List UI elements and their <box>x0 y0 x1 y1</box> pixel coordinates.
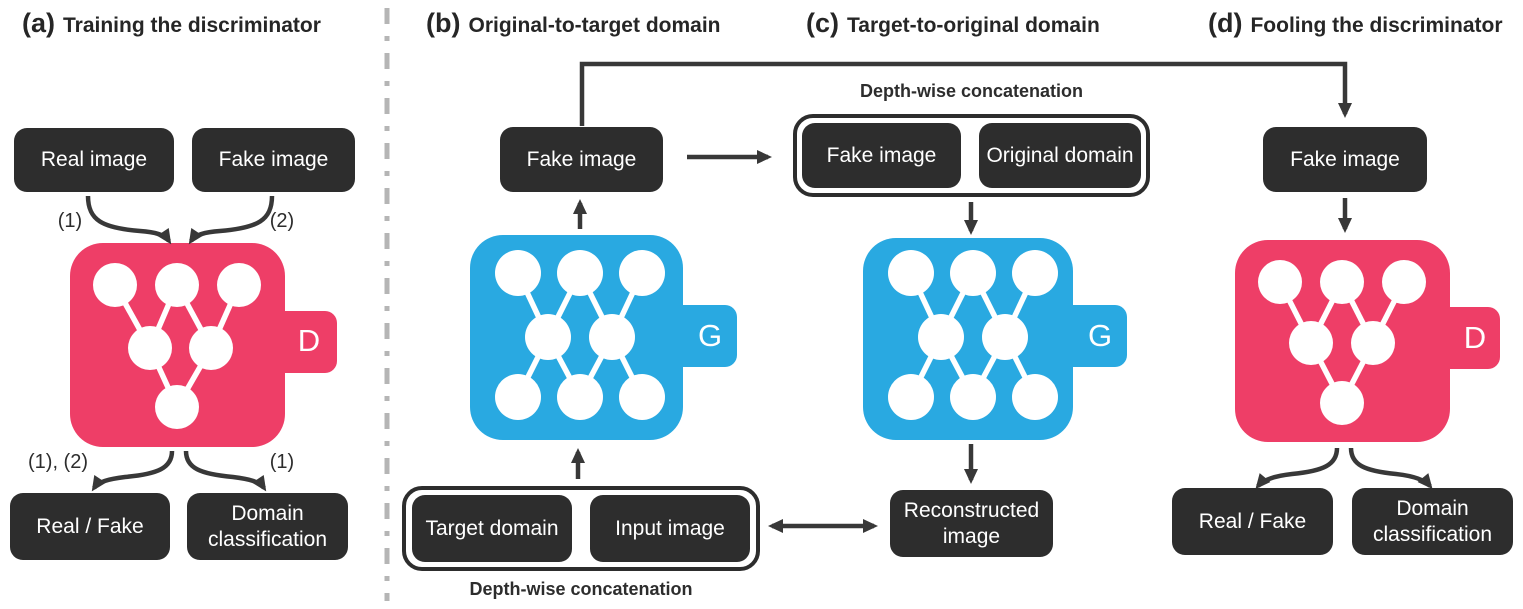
generator-letter-c: G <box>1087 318 1113 353</box>
fake-image-box-b: Fake image <box>500 127 663 192</box>
concat-container-c: Fake image Original domain <box>793 114 1150 197</box>
panel-b-title: (b) Original-to-target domain <box>426 8 720 39</box>
arrow-discriminator-a-to-real-fake <box>91 450 175 492</box>
panel-b-title-text: Original-to-target domain <box>468 14 721 37</box>
panel-a-prefix: (a) <box>22 8 55 38</box>
original-domain-box: Original domain <box>979 123 1141 188</box>
arrow-fake-image-to-panel-d <box>579 61 1352 126</box>
panel-d-title-text: Fooling the discriminator <box>1250 14 1503 37</box>
arrow-real-image-to-discriminator <box>85 195 172 245</box>
arrow-discriminator-a-to-domain-class <box>183 450 267 492</box>
domain-classification-box-a: Domain classification <box>187 493 348 560</box>
fake-image-box-a: Fake image <box>192 128 355 192</box>
real-fake-box-d: Real / Fake <box>1172 488 1333 555</box>
annotation-2-input: (2) <box>269 210 295 232</box>
concat-label-c: Depth-wise concatenation <box>859 81 1084 101</box>
panel-c-title: (c) Target-to-original domain <box>806 8 1100 39</box>
arrow-discriminator-d-to-domain-class <box>1348 447 1433 490</box>
target-domain-box: Target domain <box>412 495 572 562</box>
discriminator-letter-d: D <box>1463 320 1487 355</box>
discriminator-letter-a: D <box>297 323 321 358</box>
generator-letter-b: G <box>697 318 723 353</box>
fake-image-box-d: Fake image <box>1263 127 1427 192</box>
arrow-fake-image-to-discriminator <box>188 195 275 245</box>
generator-network-b <box>470 235 737 440</box>
concat-label-b: Depth-wise concatenation <box>469 579 693 599</box>
generator-network-c <box>863 238 1127 440</box>
domain-classification-box-d: Domain classification <box>1352 488 1513 555</box>
panel-a-title: (a) Training the discriminator <box>22 8 321 39</box>
real-fake-box-a: Real / Fake <box>10 493 170 560</box>
panel-b-prefix: (b) <box>426 8 461 38</box>
reconstructed-image-box: Reconstructed image <box>890 490 1053 557</box>
annotation-1-input: (1) <box>57 210 83 232</box>
panel-d-title: (d) Fooling the discriminator <box>1208 8 1503 39</box>
annotation-1-output: (1) <box>269 451 295 473</box>
fake-image-box-c: Fake image <box>802 123 962 188</box>
concat-container-b: Target domain Input image <box>402 486 760 571</box>
arrow-discriminator-d-to-real-fake <box>1255 447 1340 490</box>
panel-d-prefix: (d) <box>1208 8 1243 38</box>
annotation-1-2-output: (1), (2) <box>28 451 88 473</box>
panel-c-title-text: Target-to-original domain <box>847 14 1100 37</box>
discriminator-network-a <box>70 243 337 447</box>
real-image-box-a: Real image <box>14 128 174 192</box>
panel-c-prefix: (c) <box>806 8 839 38</box>
discriminator-network-d <box>1235 240 1500 442</box>
input-image-box: Input image <box>590 495 750 562</box>
panel-a-title-text: Training the discriminator <box>63 14 321 37</box>
